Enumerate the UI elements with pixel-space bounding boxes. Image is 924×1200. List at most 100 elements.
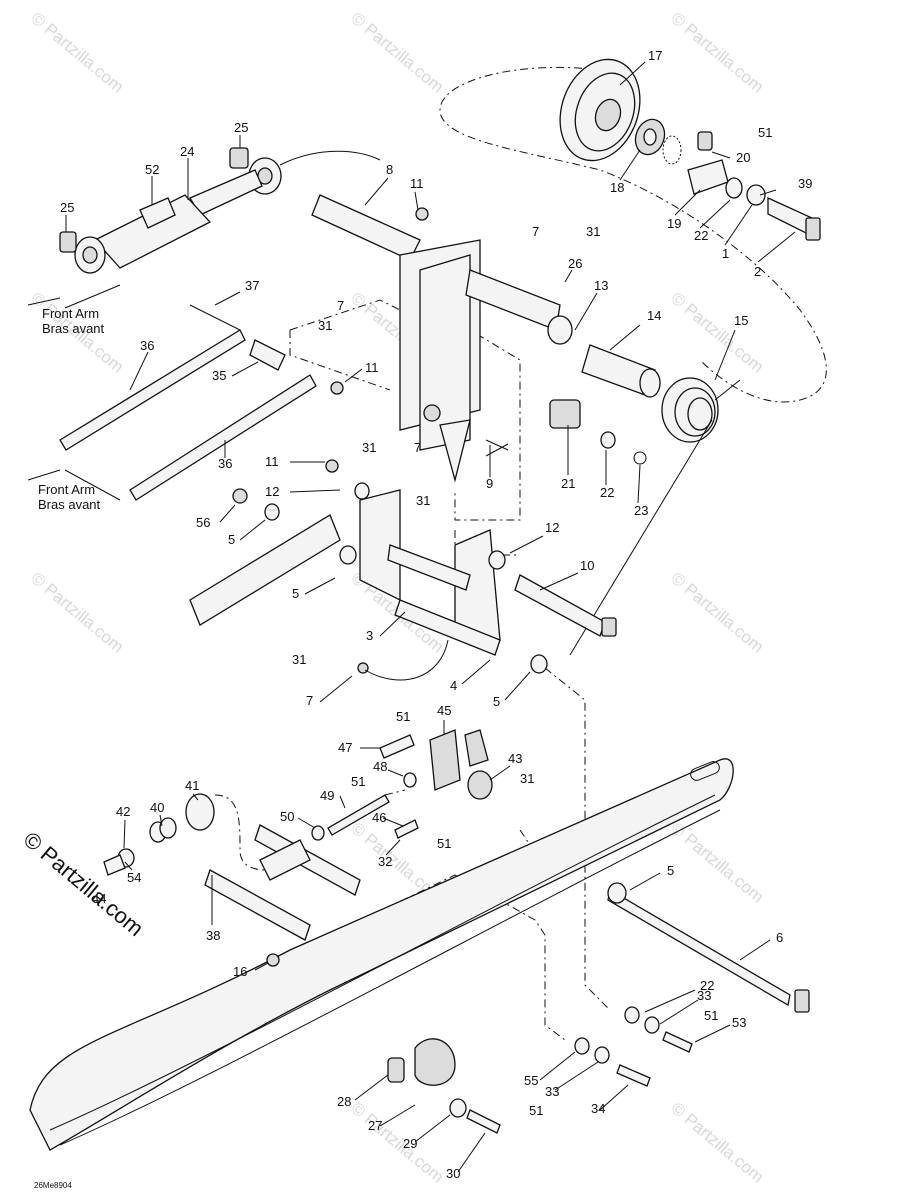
callout: 29 xyxy=(403,1136,417,1151)
callout: 27 xyxy=(368,1118,382,1133)
callout: 12 xyxy=(545,520,559,535)
callout: 6 xyxy=(776,930,783,945)
callout: 1 xyxy=(722,246,729,261)
callout: 40 xyxy=(150,800,164,815)
callout: 46 xyxy=(372,810,386,825)
callout: 48 xyxy=(373,759,387,774)
callout: 51 xyxy=(758,125,772,140)
callout: 42 xyxy=(116,804,130,819)
callout: 53 xyxy=(732,1015,746,1030)
callout: 44 xyxy=(92,891,106,906)
front-arm-label-2: Front Arm Bras avant xyxy=(38,482,101,512)
front-arm-en: Front Arm xyxy=(38,482,95,497)
callout: 8 xyxy=(386,162,393,177)
callout: 7 xyxy=(532,224,539,239)
slide-rail xyxy=(29,758,810,1151)
callout: 49 xyxy=(320,788,334,803)
callout: 22 xyxy=(600,485,614,500)
callout: 43 xyxy=(508,751,522,766)
callout: 56 xyxy=(196,515,210,530)
callout: 55 xyxy=(524,1073,538,1088)
callout: 12 xyxy=(265,484,279,499)
callout: 25 xyxy=(234,120,248,135)
callout: 15 xyxy=(734,313,748,328)
callout: 36 xyxy=(140,338,154,353)
callout: 18 xyxy=(610,180,624,195)
callout: 11 xyxy=(265,454,279,469)
watermark: © Partzilla.com xyxy=(667,289,767,377)
callout: 45 xyxy=(437,703,451,718)
callout: 19 xyxy=(667,216,681,231)
callout: 54 xyxy=(127,870,141,885)
callout: 5 xyxy=(667,863,674,878)
callout: 31 xyxy=(586,224,600,239)
callout: 5 xyxy=(292,586,299,601)
tie-rods xyxy=(59,284,317,501)
callout: 33 xyxy=(545,1084,559,1099)
callout: 51 xyxy=(396,709,410,724)
callout: 51 xyxy=(704,1008,718,1023)
callout: 3 xyxy=(366,628,373,643)
front-arm-fr: Bras avant xyxy=(42,321,105,336)
callout: 51 xyxy=(529,1103,543,1118)
callout: 7 xyxy=(337,298,344,313)
watermark: © Partzilla.com xyxy=(667,569,767,657)
upper-arm-assembly xyxy=(311,194,741,656)
callout: 35 xyxy=(212,368,226,383)
drawing-code: 26Me8904 xyxy=(34,1181,72,1190)
callout: 16 xyxy=(233,964,247,979)
callout: 11 xyxy=(365,360,379,375)
callout: 50 xyxy=(280,809,294,824)
callout: 22 xyxy=(694,228,708,243)
shock-absorber xyxy=(59,147,381,274)
callout: 31 xyxy=(292,652,306,667)
watermark: © Partzilla.com xyxy=(27,569,127,657)
callout: 20 xyxy=(736,150,750,165)
front-arm-label-1: Front Arm Bras avant xyxy=(42,306,105,336)
watermark: © Partzilla.com xyxy=(347,1099,447,1187)
callout: 26 xyxy=(568,256,582,271)
callout: 24 xyxy=(180,144,194,159)
callout: 47 xyxy=(338,740,352,755)
callout: 51 xyxy=(437,836,451,851)
callout: 14 xyxy=(647,308,661,323)
callout: 13 xyxy=(594,278,608,293)
callout: 22 xyxy=(700,978,714,993)
callout: 32 xyxy=(378,854,392,869)
callout: 23 xyxy=(634,503,648,518)
bottom-hardware xyxy=(387,1006,693,1134)
callout: 10 xyxy=(580,558,594,573)
watermark: © Partzilla.com xyxy=(667,9,767,97)
callout: 31 xyxy=(416,493,430,508)
callout: 5 xyxy=(493,694,500,709)
pivot-bracket xyxy=(189,482,617,681)
callout: 31 xyxy=(362,440,376,455)
watermark: © Partzilla.com xyxy=(347,9,447,97)
callout: 41 xyxy=(185,778,199,793)
callout: 31 xyxy=(520,771,534,786)
callout: 9 xyxy=(486,476,493,491)
watermark: © Partzilla.com xyxy=(667,819,767,907)
front-arm-fr: Bras avant xyxy=(38,497,101,512)
callout: 34 xyxy=(591,1101,605,1116)
callout: 17 xyxy=(648,48,662,63)
lower-arm-assembly xyxy=(103,729,493,941)
callout: 36 xyxy=(218,456,232,471)
callout: 31 xyxy=(318,318,332,333)
callout: 25 xyxy=(60,200,74,215)
callout: 38 xyxy=(206,928,220,943)
front-arm-en: Front Arm xyxy=(42,306,99,321)
callout: 28 xyxy=(337,1094,351,1109)
callout: 30 xyxy=(446,1166,460,1181)
callout: 51 xyxy=(351,774,365,789)
callout: 11 xyxy=(410,176,424,191)
callout: 4 xyxy=(450,678,457,693)
watermark: © Partzilla.com xyxy=(667,1099,767,1187)
callout: 2 xyxy=(754,264,761,279)
callouts: 17 51 20 39 18 19 22 1 2 25 24 52 25 8 1… xyxy=(60,48,812,1181)
callout: 7 xyxy=(306,693,313,708)
callout: 37 xyxy=(245,278,259,293)
callout: 21 xyxy=(561,476,575,491)
leader-lines xyxy=(27,61,796,1173)
